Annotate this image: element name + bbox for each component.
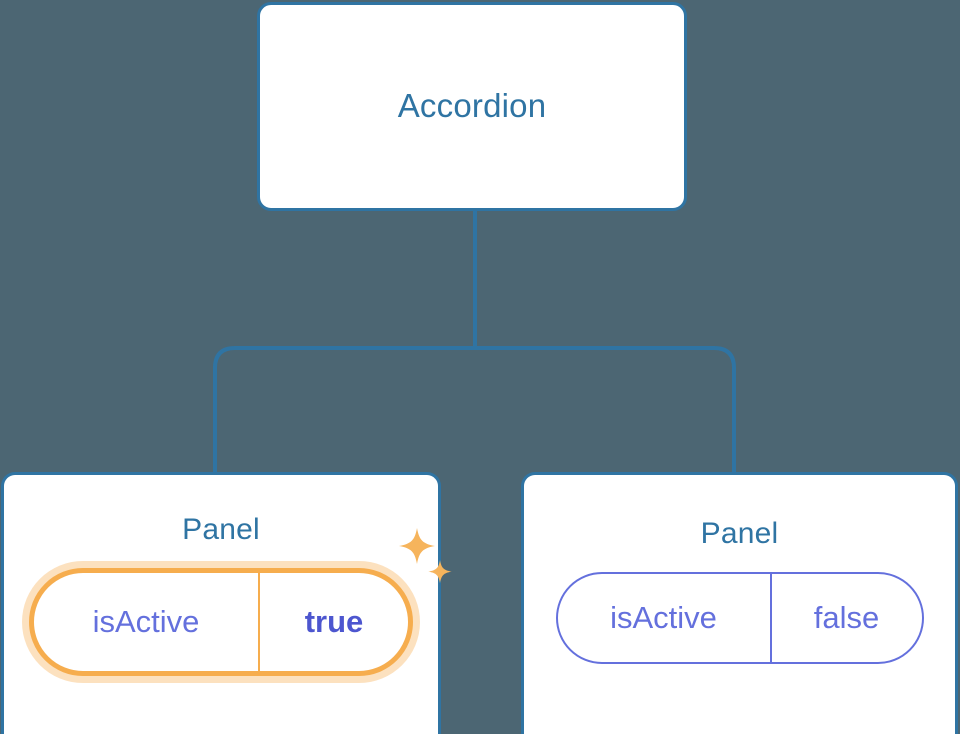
node-panel-left[interactable]: Panel isActive true (1, 472, 452, 734)
connector-branch-left (213, 346, 475, 474)
prop-pill-wrap-left: isActive true (29, 528, 452, 676)
prop-key-label: isActive (558, 574, 772, 662)
prop-value-label: false (813, 600, 880, 635)
node-panel-right-title: Panel (700, 517, 779, 550)
node-panel-left-title: Panel (182, 513, 260, 546)
prop-pill-wrap-right: isActive false (555, 572, 924, 664)
node-accordion[interactable]: Accordion (257, 2, 687, 211)
node-accordion-title: Accordion (397, 87, 547, 125)
prop-key-label: isActive (34, 573, 260, 671)
prop-pill-isactive-false[interactable]: isActive false (555, 572, 924, 664)
prop-pill-isactive-true[interactable]: isActive true (29, 568, 413, 676)
prop-value-label: true (304, 604, 364, 639)
connector-branch-right (475, 346, 736, 474)
sparkles-group (399, 528, 452, 584)
node-panel-right[interactable]: Panel isActive false (521, 472, 958, 734)
sparkle-small-icon (428, 560, 452, 584)
sparkle-large-icon (399, 528, 435, 564)
